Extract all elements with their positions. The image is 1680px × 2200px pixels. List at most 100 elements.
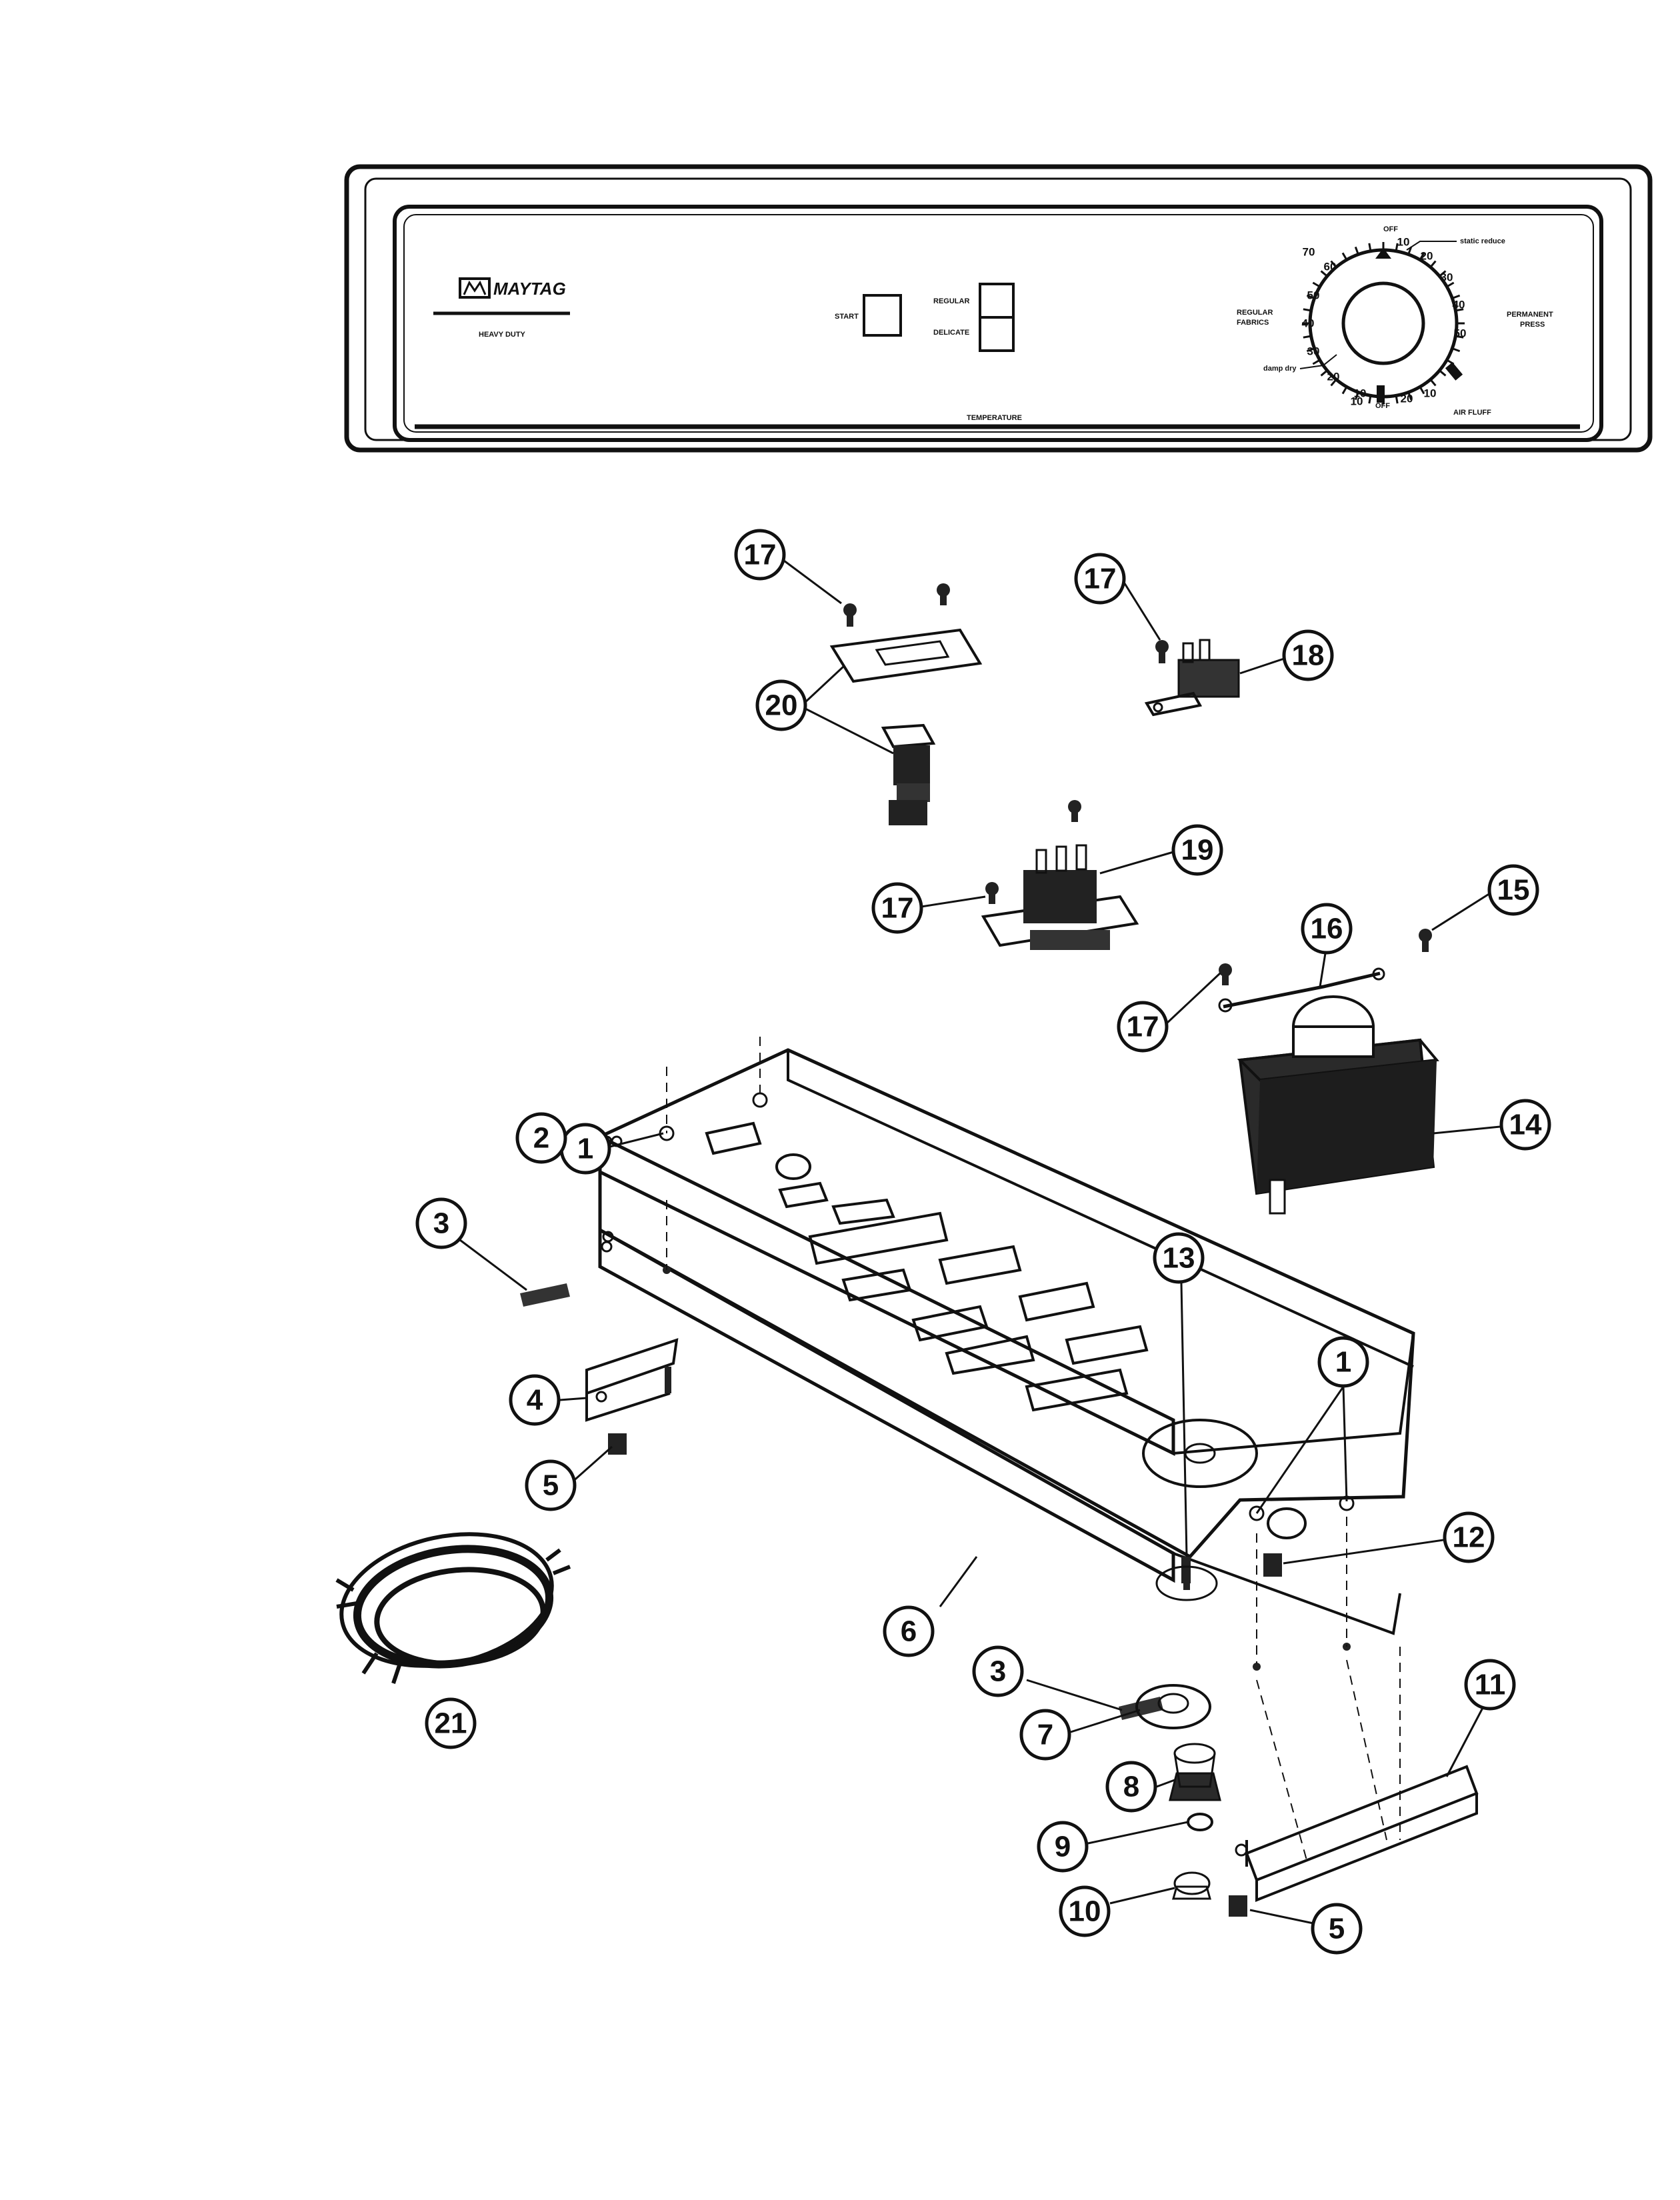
dial-tick [1455, 308, 1464, 312]
dial-tick [1320, 369, 1328, 377]
selector-switch [981, 800, 1139, 950]
dial-tick [1446, 359, 1455, 365]
regular-fabrics-text-2: FABRICS [1237, 319, 1269, 327]
svg-text:14: 14 [1509, 1109, 1542, 1141]
dial-number: 70 [1303, 246, 1315, 259]
dial-tick [1341, 252, 1348, 261]
static-reduce-text: static reduce [1460, 237, 1505, 245]
callout-3: 3 [972, 1645, 1024, 1697]
start-label: START [835, 313, 859, 321]
permanent-press-text-1: PERMANENT [1507, 311, 1553, 319]
delicate-label: DELICATE [933, 329, 969, 337]
svg-text:1: 1 [1335, 1346, 1351, 1379]
dial-tick [1395, 243, 1399, 251]
callout-1: 1 [1317, 1336, 1369, 1388]
svg-text:8: 8 [1123, 1771, 1139, 1803]
dial-tick [1303, 335, 1311, 339]
regular-label: REGULAR [933, 297, 969, 305]
callout-1: 1 [559, 1123, 611, 1175]
dial-tick [1446, 281, 1455, 288]
dial-tick [1354, 246, 1359, 255]
dial-number: 60 [1324, 261, 1337, 273]
push-button-switch-assembly [829, 583, 983, 825]
svg-text:10: 10 [1069, 1895, 1101, 1928]
dial-number: 50 [1307, 289, 1320, 302]
dial-number: 10 [1424, 387, 1437, 400]
dial-tick [1429, 379, 1437, 387]
svg-text:17: 17 [744, 539, 777, 571]
dial-number: 10 [1397, 236, 1410, 249]
svg-text:2: 2 [533, 1122, 549, 1155]
dial-number: 50 [1454, 327, 1467, 340]
screw-15 [1419, 929, 1432, 952]
dial-tick [1341, 386, 1348, 395]
dial-tick [1407, 246, 1413, 255]
callout-6: 6 [883, 1605, 935, 1657]
svg-text:12: 12 [1453, 1521, 1485, 1554]
dial-number: 20 [1401, 393, 1413, 405]
callout-20: 20 [755, 679, 807, 731]
callout-17: 17 [1117, 1001, 1169, 1053]
callout-5: 5 [525, 1459, 577, 1511]
dial-tick [1368, 395, 1372, 404]
knob-8 [1169, 1743, 1221, 1801]
dial-tick [1312, 281, 1321, 288]
svg-text:17: 17 [1084, 563, 1117, 595]
svg-text:17: 17 [881, 892, 914, 925]
svg-text:18: 18 [1292, 639, 1325, 672]
dial-tick [1368, 243, 1372, 251]
dial-tick [1451, 294, 1461, 299]
screw-3-upper [520, 1283, 570, 1307]
dial-tick [1306, 347, 1315, 353]
dial-number: 20 [1421, 250, 1433, 263]
console-base-bracket [598, 1048, 1415, 1671]
start-button[interactable] [863, 294, 902, 337]
washer-9 [1187, 1813, 1213, 1831]
callout-15: 15 [1487, 864, 1539, 916]
dial-tick [1312, 359, 1321, 365]
air-fluff-text: AIR FLUFF [1453, 409, 1491, 417]
svg-text:1: 1 [577, 1133, 593, 1165]
svg-text:5: 5 [1329, 1913, 1345, 1945]
dial-tick [1407, 391, 1413, 401]
dial-tick [1451, 347, 1461, 353]
clip-5-right [1229, 1895, 1247, 1917]
dial-numbers: 70 60 50 40 30 20 10 10 20 30 40 50 10 2… [1302, 236, 1467, 408]
svg-text:7: 7 [1037, 1719, 1053, 1751]
cycle-timer-dial[interactable] [1302, 242, 1465, 405]
permanent-press-text-2: PRESS [1520, 321, 1545, 329]
buzzer-switch [1144, 639, 1240, 717]
off-top-text: OFF [1383, 225, 1398, 233]
wire-harness [335, 1532, 571, 1684]
clip-5-left [608, 1433, 627, 1455]
part-12-bracket [1263, 1553, 1282, 1577]
svg-text:15: 15 [1497, 874, 1530, 907]
callout-5: 5 [1311, 1903, 1363, 1955]
cap-10 [1172, 1871, 1211, 1900]
dial-number: 30 [1441, 271, 1453, 284]
dial-tick [1439, 270, 1447, 277]
svg-text:11: 11 [1475, 1669, 1506, 1701]
callout-18: 18 [1282, 629, 1334, 681]
dial-tick [1419, 252, 1425, 261]
callout-13: 13 [1153, 1232, 1205, 1284]
dial-tick [1354, 391, 1359, 401]
alignment-lines [666, 1037, 1401, 1861]
dial-tick [1303, 308, 1311, 312]
dial-tick [1419, 386, 1425, 395]
callout-2: 2 [515, 1112, 567, 1164]
svg-text:20: 20 [765, 689, 798, 722]
callout-21: 21 [425, 1697, 477, 1749]
dial-tick [1429, 260, 1437, 268]
dial-number: 20 [1327, 371, 1340, 383]
callout-12: 12 [1443, 1511, 1495, 1563]
damp-dry-text: damp dry [1263, 365, 1297, 373]
callout-19: 19 [1171, 824, 1223, 876]
svg-text:3: 3 [433, 1207, 449, 1240]
svg-text:21: 21 [435, 1707, 467, 1740]
dial-number: 10 [1354, 387, 1367, 400]
svg-text:5: 5 [543, 1469, 559, 1502]
callout-9: 9 [1037, 1821, 1089, 1873]
leader-lines [459, 557, 1501, 1925]
